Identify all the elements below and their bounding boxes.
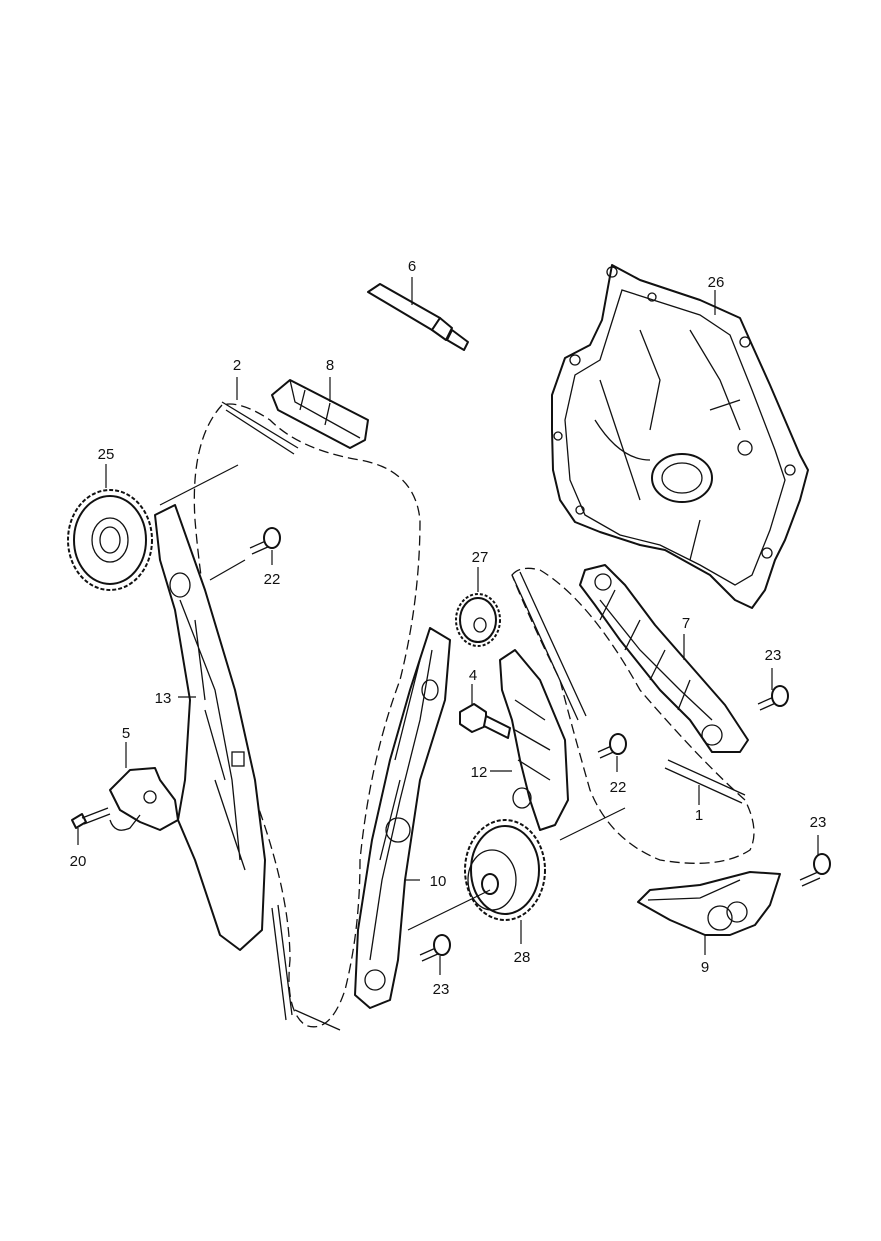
bolt-23-upper[interactable] (757, 685, 789, 711)
callout-4: 4 (469, 667, 477, 684)
camshaft-sprocket-small[interactable] (455, 593, 501, 647)
bolt-4[interactable] (459, 703, 511, 739)
callout-26: 26 (708, 274, 725, 291)
bolt-23-lower-right[interactable] (799, 853, 831, 887)
chain-guide-rail-right[interactable] (579, 564, 749, 753)
tensioner-rail-left[interactable] (154, 504, 266, 951)
chain-guide-slider[interactable] (271, 379, 369, 449)
callout-22-right: 22 (610, 779, 627, 796)
sealant-tube[interactable] (367, 283, 469, 351)
callout-13: 13 (155, 690, 172, 707)
callout-5: 5 (122, 725, 130, 742)
callout-labels: 2 8 6 26 25 22 27 4 7 23 13 5 12 22 1 20… (70, 258, 827, 998)
callout-23-lower-right: 23 (810, 814, 827, 831)
callout-6: 6 (408, 258, 416, 275)
callout-8: 8 (326, 357, 334, 374)
callout-22-left: 22 (264, 571, 281, 588)
callout-12: 12 (471, 764, 488, 781)
callout-9: 9 (701, 959, 709, 976)
callout-23-center: 23 (433, 981, 450, 998)
bolt-20[interactable] (71, 807, 111, 829)
bolt-22-left[interactable] (249, 527, 281, 555)
callout-7: 7 (682, 615, 690, 632)
tensioner-rail-lower-right[interactable] (637, 871, 781, 936)
bolt-23-center[interactable] (419, 934, 451, 962)
crankshaft-sprocket[interactable] (464, 819, 546, 921)
callout-2: 2 (233, 357, 241, 374)
callout-25: 25 (98, 446, 115, 463)
callout-23-upper: 23 (765, 647, 782, 664)
chain-tensioner-guide[interactable] (499, 649, 569, 831)
callout-10: 10 (430, 873, 447, 890)
timing-chain-right[interactable] (511, 567, 755, 864)
callout-20: 20 (70, 853, 87, 870)
callout-27: 27 (472, 549, 489, 566)
guide-rail-center[interactable] (354, 627, 451, 1009)
bolt-22-right[interactable] (597, 733, 627, 759)
timing-chain-cover[interactable] (551, 264, 809, 609)
callout-28: 28 (514, 949, 531, 966)
chain-tensioner[interactable] (109, 767, 179, 831)
camshaft-sprocket-left[interactable] (67, 489, 153, 591)
leader-lines (77, 277, 819, 975)
callout-1: 1 (695, 807, 703, 824)
